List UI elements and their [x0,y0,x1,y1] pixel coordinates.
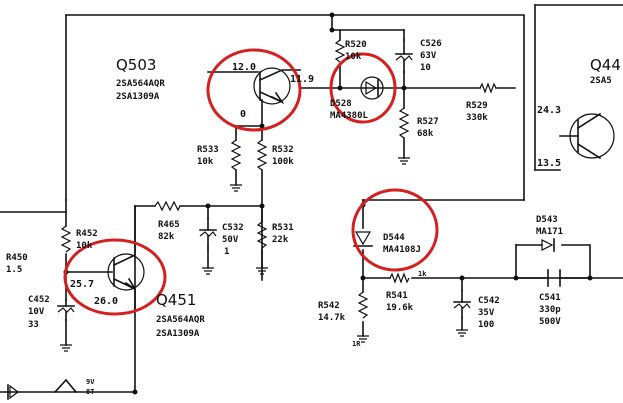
r520-value: 10k [345,52,362,62]
c542-value: 100 [478,320,494,330]
r533-symbol [230,139,242,171]
r450-ref: R450 [6,253,28,263]
c541-rating: 500V [539,317,561,327]
c541-value: 330p [539,305,561,315]
c452-symbol [57,299,75,321]
c542-symbol [453,289,471,319]
c542-ref: C542 [478,296,500,306]
d528-part: MA4380L [330,111,369,121]
r452-value: 10k [76,241,93,251]
r527-symbol [398,107,410,139]
d543-part: MA171 [536,227,563,237]
highlight-q451 [63,238,167,316]
wiring [0,4,623,393]
r450-value: 1.5 [6,265,22,275]
d544-ref: D544 [383,233,405,243]
q451-symbol [107,205,145,311]
c526-value: 10 [420,63,431,73]
q503-v-base: 12.0 [232,62,256,73]
r452-symbol [60,225,72,253]
d528-symbol [360,76,384,100]
q44x-ref: Q44 [590,56,621,74]
bottom-tag-b: 8T [86,388,94,396]
r527-value: 68k [417,129,434,139]
r541-ref: R541 [386,291,408,301]
highlight-d528 [329,52,397,124]
bottom-left-element [53,378,78,394]
r531-value: 22k [272,235,289,245]
q44x-v-col: 13.5 [537,158,561,169]
r465-value: 82k [158,232,175,242]
q503-part1: 2SA564AQR [116,79,165,89]
r452-ref: R452 [76,229,98,239]
capacitors [57,39,561,321]
node-label-1k: 1k [418,270,427,278]
r533-value: 10k [197,157,214,167]
r531-symbol [256,221,268,249]
d528-ref: D528 [330,99,352,109]
q451-part2: 2SA1309A [156,329,200,339]
c526-ref: C526 [420,39,442,49]
q503-ref: Q503 [116,56,156,74]
highlight-q503 [206,48,302,132]
r465-symbol [154,200,181,212]
q44x-v-base: 24.3 [537,105,561,116]
q503-v-col: 11.9 [290,74,314,85]
q503-part2: 2SA1309A [116,92,160,102]
r541-symbol [389,272,410,284]
c541-ref: C541 [539,293,561,303]
r520-symbol [334,39,346,63]
r529-ref: R529 [466,101,488,111]
bottom-diode-symbol [7,384,19,400]
r541-value: 19.6k [386,303,414,313]
r529-symbol [479,82,497,94]
q44x-part1: 2SA5 [590,76,612,86]
d544-part: MA4108J [383,245,421,255]
r532-symbol [256,139,268,171]
r533-ref: R533 [197,145,219,155]
r542-ref: R542 [318,301,340,311]
r529-value: 330k [466,113,488,123]
q451-ref: Q451 [156,291,196,309]
c526-rating: 63V [420,51,437,61]
c532-symbol [199,217,217,249]
r542-value: 14.7k [318,313,346,323]
r527-ref: R527 [417,117,439,127]
q451-part1: 2SA564AQR [156,315,205,325]
q503-v-emit: 0 [240,109,246,120]
c452-ref: C452 [28,295,50,305]
c541-symbol [547,269,561,287]
c452-rating: 10V [28,307,45,317]
highlight-circles [63,48,439,316]
r532-value: 100k [272,157,294,167]
c532-ref: C532 [222,223,244,233]
r520-ref: R520 [345,40,367,50]
d543-ref: D543 [536,215,558,225]
node-label-1r: 1R [352,340,361,348]
grounds [60,157,468,352]
r542-symbol [357,291,369,319]
c532-value: 1 [224,247,229,257]
d543-symbol [541,238,555,252]
highlight-d544 [351,188,439,272]
c532-rating: 50V [222,235,239,245]
c526-symbol [395,39,413,73]
c452-value: 33 [28,320,39,330]
labels: Q503 2SA564AQR 2SA1309A 12.0 11.9 0 R520… [6,39,621,396]
q451-v-base: 25.7 [70,279,94,290]
q451-v-col: 26.0 [94,296,118,307]
r465-ref: R465 [158,220,180,230]
r531-ref: R531 [272,223,294,233]
c542-rating: 35V [478,308,495,318]
diodes [7,76,555,400]
q44x-symbol [559,112,615,160]
bottom-tag-a: 9V [86,378,95,386]
resistors [60,39,497,319]
r532-ref: R532 [272,145,294,155]
